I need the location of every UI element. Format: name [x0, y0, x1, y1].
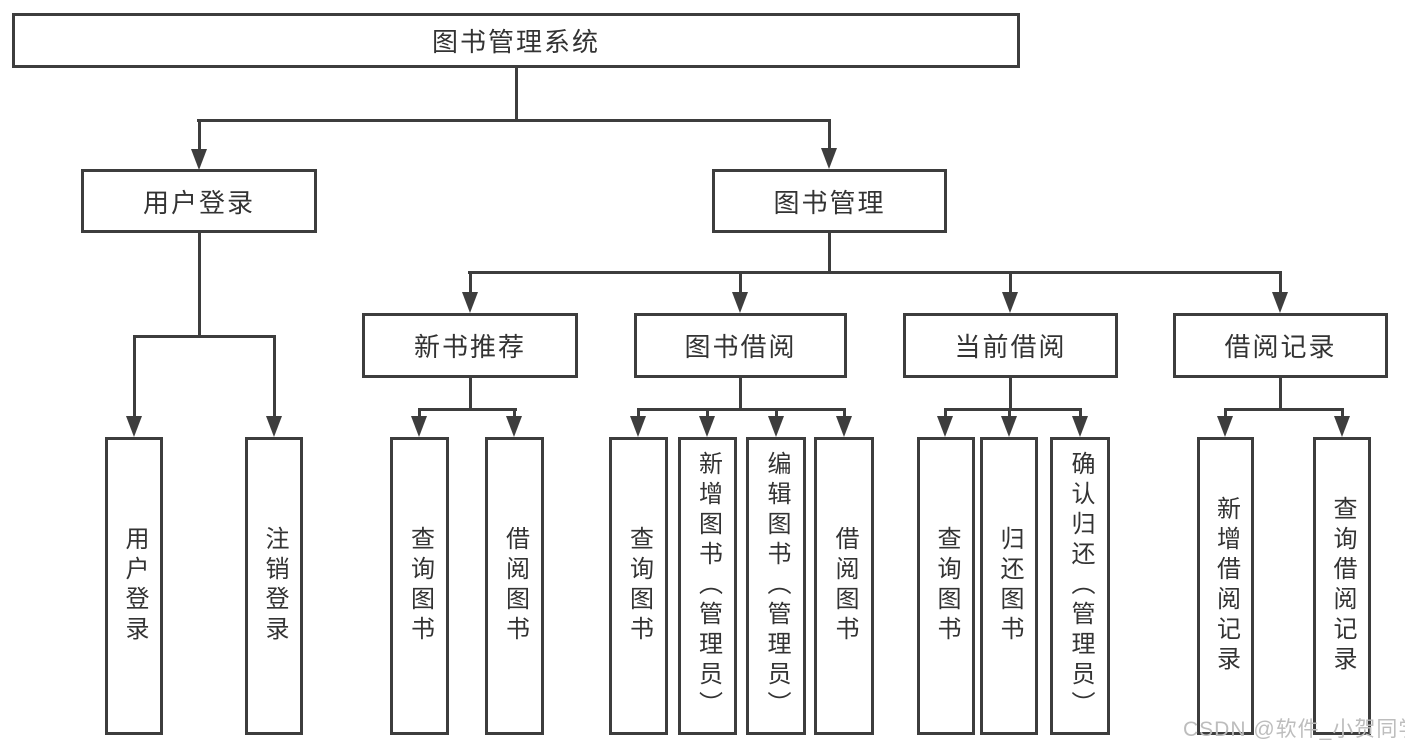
connector-line	[197, 119, 831, 122]
connector-arrow	[937, 408, 953, 437]
node-label: 新增借阅记录	[1212, 496, 1240, 676]
connector-stem	[515, 68, 518, 121]
node-label: 新增图书（管理员）	[694, 451, 722, 721]
node-book-management: 图书管理	[712, 169, 947, 233]
connector-arrow	[266, 335, 282, 437]
connector-arrow	[1217, 408, 1233, 437]
node-label: 借阅图书	[831, 526, 858, 646]
connector-stem	[198, 233, 201, 337]
leaf-confirm-return-admin: 确认归还（管理员）	[1050, 437, 1110, 735]
connector-stem	[739, 378, 742, 410]
node-current-borrow: 当前借阅	[903, 313, 1118, 378]
node-label: 确认归还（管理员）	[1067, 451, 1094, 721]
node-borrow-records: 借阅记录	[1173, 313, 1388, 378]
node-label: 借阅记录	[1224, 332, 1337, 362]
leaf-borrow-book: 借阅图书	[814, 437, 874, 735]
node-label: 注销登录	[261, 526, 288, 646]
leaf-query-book-recommend: 查询图书	[390, 437, 449, 735]
node-user-login-branch: 用户登录	[81, 169, 317, 233]
connector-arrow	[732, 271, 748, 313]
connector-arrow	[630, 408, 646, 437]
connector-arrow	[462, 271, 478, 313]
connector-arrow	[1002, 271, 1018, 313]
leaf-user-login: 用户登录	[105, 437, 163, 735]
connector-arrow	[768, 408, 784, 437]
node-label: 查询图书	[406, 526, 434, 646]
node-label: 编辑图书（管理员）	[763, 451, 790, 721]
connector-arrow	[821, 119, 837, 169]
connector-arrow	[191, 119, 207, 170]
node-book-borrow: 图书借阅	[634, 313, 847, 378]
node-label: 查询图书	[625, 526, 653, 646]
node-label: 查询图书	[933, 526, 960, 646]
leaf-add-book-admin: 新增图书（管理员）	[678, 437, 737, 735]
leaf-borrow-book-recommend: 借阅图书	[485, 437, 544, 735]
node-new-book-recommend: 新书推荐	[362, 313, 578, 378]
connector-line	[418, 408, 517, 411]
node-label: 归还图书	[996, 526, 1023, 646]
connector-line	[468, 271, 1282, 274]
connector-line	[637, 408, 846, 411]
leaf-add-borrow-record: 新增借阅记录	[1197, 437, 1254, 735]
connector-arrow	[836, 408, 852, 437]
connector-line	[133, 335, 276, 338]
node-label: 查询借阅记录	[1329, 496, 1356, 676]
connector-arrow	[1072, 408, 1088, 437]
connector-line	[944, 408, 1082, 411]
leaf-query-book-current: 查询图书	[917, 437, 975, 735]
leaf-query-book-borrow: 查询图书	[609, 437, 668, 735]
node-library-system: 图书管理系统	[12, 13, 1020, 68]
connector-line	[1224, 408, 1344, 411]
node-label: 当前借阅	[954, 332, 1067, 362]
leaf-query-borrow-record: 查询借阅记录	[1313, 437, 1371, 735]
leaf-logout-login: 注销登录	[245, 437, 303, 735]
node-label: 图书管理	[773, 187, 886, 218]
connector-arrow	[506, 408, 522, 437]
connector-arrow	[1272, 271, 1288, 313]
connector-arrow	[699, 408, 715, 437]
leaf-return-book: 归还图书	[980, 437, 1038, 735]
connector-stem	[828, 233, 831, 273]
connector-arrow	[411, 408, 427, 437]
node-label: 图书管理系统	[431, 27, 600, 57]
node-label: 借阅图书	[501, 526, 529, 646]
leaf-edit-book-admin: 编辑图书（管理员）	[746, 437, 806, 735]
connector-stem	[1279, 378, 1282, 410]
connector-stem	[469, 378, 472, 410]
connector-stem	[1009, 378, 1012, 410]
connector-arrow	[1334, 408, 1350, 437]
node-label: 用户登录	[121, 526, 148, 646]
node-label: 新书推荐	[413, 332, 526, 362]
connector-arrow	[1001, 408, 1017, 437]
node-label: 图书借阅	[684, 332, 797, 362]
node-label: 用户登录	[142, 187, 255, 218]
connector-arrow	[126, 335, 142, 437]
watermark: CSDN @软件_小贺同学	[1183, 718, 1405, 741]
